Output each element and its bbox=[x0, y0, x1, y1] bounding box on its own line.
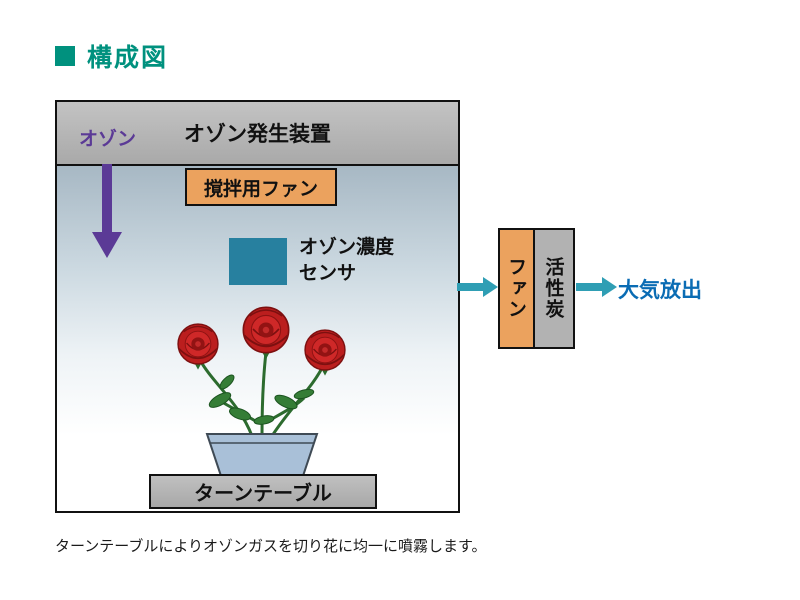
exhaust-arrow-icon bbox=[457, 277, 498, 297]
page-title-text: 構成図 bbox=[87, 43, 169, 72]
title-bullet-icon bbox=[55, 46, 75, 66]
ozone-down-arrow-icon bbox=[92, 164, 122, 258]
exhaust-fan-label: ファン bbox=[505, 257, 527, 320]
ozone-sensor-square bbox=[229, 238, 287, 285]
release-arrow-icon bbox=[576, 277, 617, 297]
ozone-sensor-label-line2: センサ bbox=[299, 261, 357, 284]
ozone-sensor-label: オゾン濃度 センサ bbox=[299, 235, 394, 286]
turntable-box: ターンテーブル bbox=[149, 474, 377, 509]
ozone-generator-label: オゾン発生装置 bbox=[184, 122, 331, 146]
stir-fan-box: 撹拌用ファン bbox=[185, 168, 337, 206]
exhaust-unit: ファン 活性炭 bbox=[498, 228, 575, 349]
activated-carbon-box: 活性炭 bbox=[535, 230, 573, 347]
ozone-generator-bar: オゾン発生装置 bbox=[57, 102, 458, 166]
ozone-chamber: オゾン発生装置 オゾン 撹拌用ファン オゾン濃度 センサ bbox=[55, 100, 460, 513]
exhaust-fan-box: ファン bbox=[500, 230, 535, 347]
roses-illustration bbox=[177, 306, 346, 477]
atmosphere-release-label: 大気放出 bbox=[618, 278, 702, 302]
activated-carbon-label: 活性炭 bbox=[542, 257, 565, 320]
page-title: 構成図 bbox=[55, 38, 168, 74]
ozone-sensor-label-line1: オゾン濃度 bbox=[299, 236, 395, 258]
ozone-label: オゾン bbox=[79, 128, 137, 150]
caption-text: ターンテーブルによりオゾンガスを切り花に均一に噴霧します。 bbox=[55, 537, 487, 555]
